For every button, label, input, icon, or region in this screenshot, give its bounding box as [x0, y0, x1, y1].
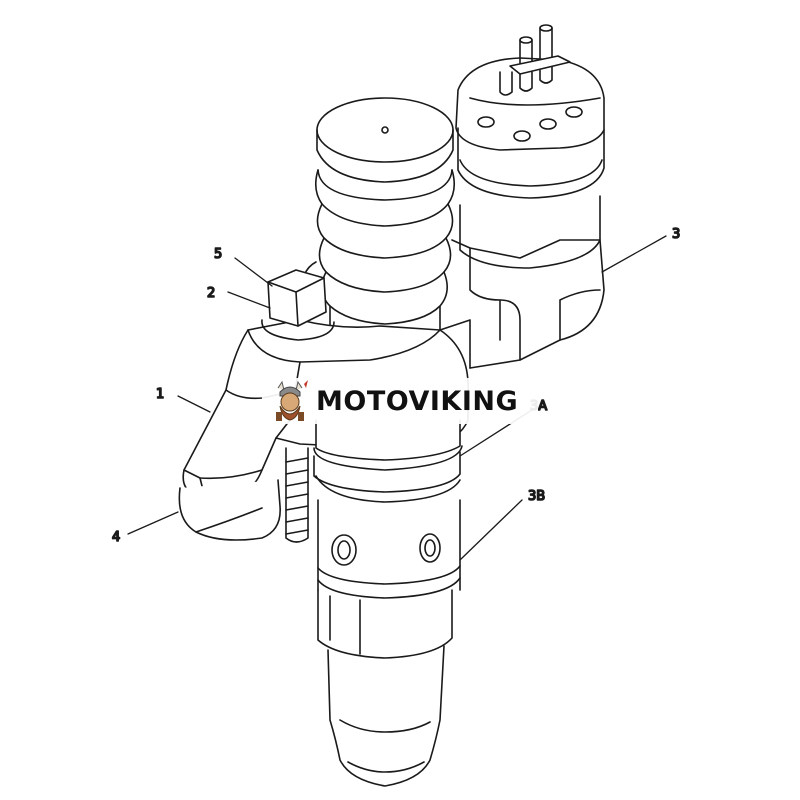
leader-2 — [227, 291, 271, 309]
injector-body — [299, 97, 605, 369]
callout-3: 3 — [672, 227, 680, 242]
watermark: MOTOVIKING — [262, 378, 538, 424]
callout-1: 1 — [156, 387, 164, 402]
injector-barrel — [313, 419, 463, 787]
leader-3b — [459, 499, 523, 561]
callout-4: 4 — [112, 530, 120, 545]
leader-4 — [127, 511, 179, 535]
leader-1 — [177, 395, 211, 413]
callout-2: 2 — [207, 286, 215, 301]
callout-3b: 3B — [528, 489, 545, 504]
leader-3 — [601, 235, 667, 273]
callout-5: 5 — [214, 247, 222, 262]
solenoid-housing — [455, 24, 605, 269]
leader-5 — [234, 257, 273, 287]
watermark-text: MOTOVIKING — [316, 385, 519, 417]
viking-mascot-icon — [276, 380, 308, 421]
